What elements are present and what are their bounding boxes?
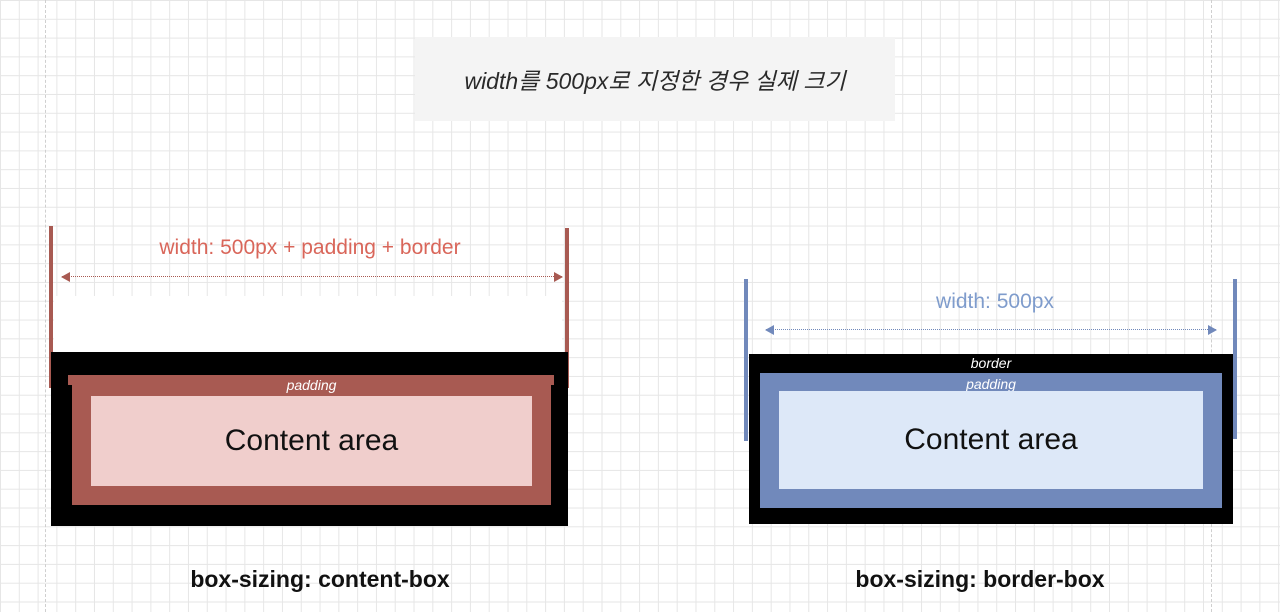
title-text: width를 500px로 지정한 경우 실제 크기 bbox=[464, 68, 846, 94]
guide-line-left bbox=[45, 0, 46, 612]
border-box-right-marker bbox=[1233, 279, 1237, 439]
content-box-caption: box-sizing: content-box bbox=[190, 566, 450, 592]
guide-line-right bbox=[1211, 0, 1212, 612]
content-box-padding-label: padding bbox=[286, 377, 337, 393]
arrow-right-icon bbox=[1208, 325, 1217, 335]
content-box-dimension-arrow bbox=[61, 272, 563, 282]
content-box-content-label: Content area bbox=[224, 424, 399, 457]
border-box-padding-label: padding bbox=[966, 376, 1016, 392]
border-box-border-label: border bbox=[970, 355, 1012, 371]
content-box-blank-area bbox=[54, 296, 562, 354]
content-box-dimension-label: width: 500px + padding + border bbox=[159, 236, 461, 259]
content-box-padding-marker bbox=[68, 375, 554, 385]
border-box-left-marker bbox=[744, 279, 748, 441]
arrow-left-icon bbox=[765, 325, 774, 335]
title-box: width를 500px로 지정한 경우 실제 크기 bbox=[415, 37, 895, 121]
border-box-dimension-label: width: 500px bbox=[936, 290, 1054, 313]
arrow-right-icon bbox=[554, 272, 563, 282]
border-box-caption: box-sizing: border-box bbox=[855, 566, 1105, 592]
arrow-left-icon bbox=[61, 272, 70, 282]
border-box-content-area: Content area bbox=[779, 391, 1203, 489]
content-box-right-marker bbox=[565, 228, 569, 388]
content-box-content-area: Content area bbox=[91, 396, 532, 486]
border-box-dimension-arrow bbox=[765, 325, 1217, 335]
border-box-content-label: Content area bbox=[904, 423, 1078, 456]
content-box-left-marker bbox=[49, 226, 53, 388]
